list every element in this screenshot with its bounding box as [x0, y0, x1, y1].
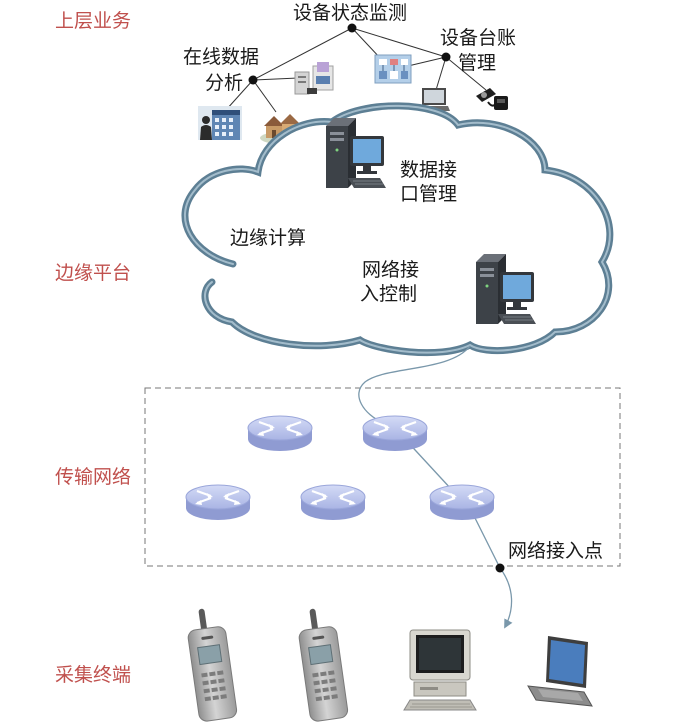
edge-data-interface-line2: 口管理 — [400, 183, 457, 205]
connector-line — [351, 27, 447, 58]
connector-line — [445, 56, 487, 91]
connector-line — [252, 77, 299, 81]
laptop-icon — [527, 636, 593, 707]
router-icon — [428, 483, 496, 522]
camera-device-icon — [476, 88, 508, 110]
access-point-label: 网络接入点 — [508, 540, 603, 562]
network-map-icon — [374, 54, 412, 84]
node-dot-monitoring — [347, 23, 357, 33]
service-connectors — [225, 27, 487, 113]
layer-label-edge-platform: 边缘平台 — [55, 262, 131, 284]
service-device-ledger-line2: 管理 — [458, 52, 496, 74]
hotel-icon — [198, 106, 242, 140]
edge-access-control-line2: 入控制 — [360, 283, 417, 305]
edge-access-control-line1: 网络接 — [362, 259, 419, 281]
connector-line — [225, 79, 254, 111]
edge-data-interface-line1: 数据接 — [400, 159, 457, 181]
service-online-analysis-line2: 分析 — [205, 72, 243, 94]
service-device-status-monitoring: 设备状态监测 — [293, 2, 407, 24]
cloud-to-router-link — [358, 345, 471, 423]
router-icon — [246, 414, 314, 453]
access-point-dot — [495, 563, 505, 573]
mobile-phone-icon — [294, 605, 350, 723]
router-icon — [361, 414, 429, 453]
transport-network-boundary — [144, 387, 621, 567]
layer-label-upper-business: 上层业务 — [55, 10, 131, 32]
node-dot-analysis — [248, 75, 258, 85]
router-icon — [299, 483, 367, 522]
desktop-computer-icon — [403, 629, 477, 711]
devices-icon — [294, 62, 334, 95]
router-icon — [184, 483, 252, 522]
node-dot-ledger — [441, 52, 451, 62]
mobile-phone-icon — [183, 605, 239, 723]
service-online-analysis-line1: 在线数据 — [183, 46, 259, 68]
connector-line — [252, 79, 277, 113]
connector-line — [407, 56, 447, 67]
connector-line — [435, 56, 447, 91]
access-point-to-terminal-arrow — [499, 567, 513, 629]
layer-label-collection-terminal: 采集终端 — [55, 664, 131, 686]
service-device-ledger-line1: 设备台账 — [440, 27, 516, 49]
connector-line — [252, 27, 353, 81]
layer-label-transport-network: 传输网络 — [55, 466, 131, 488]
edge-computing-label: 边缘计算 — [230, 227, 306, 249]
